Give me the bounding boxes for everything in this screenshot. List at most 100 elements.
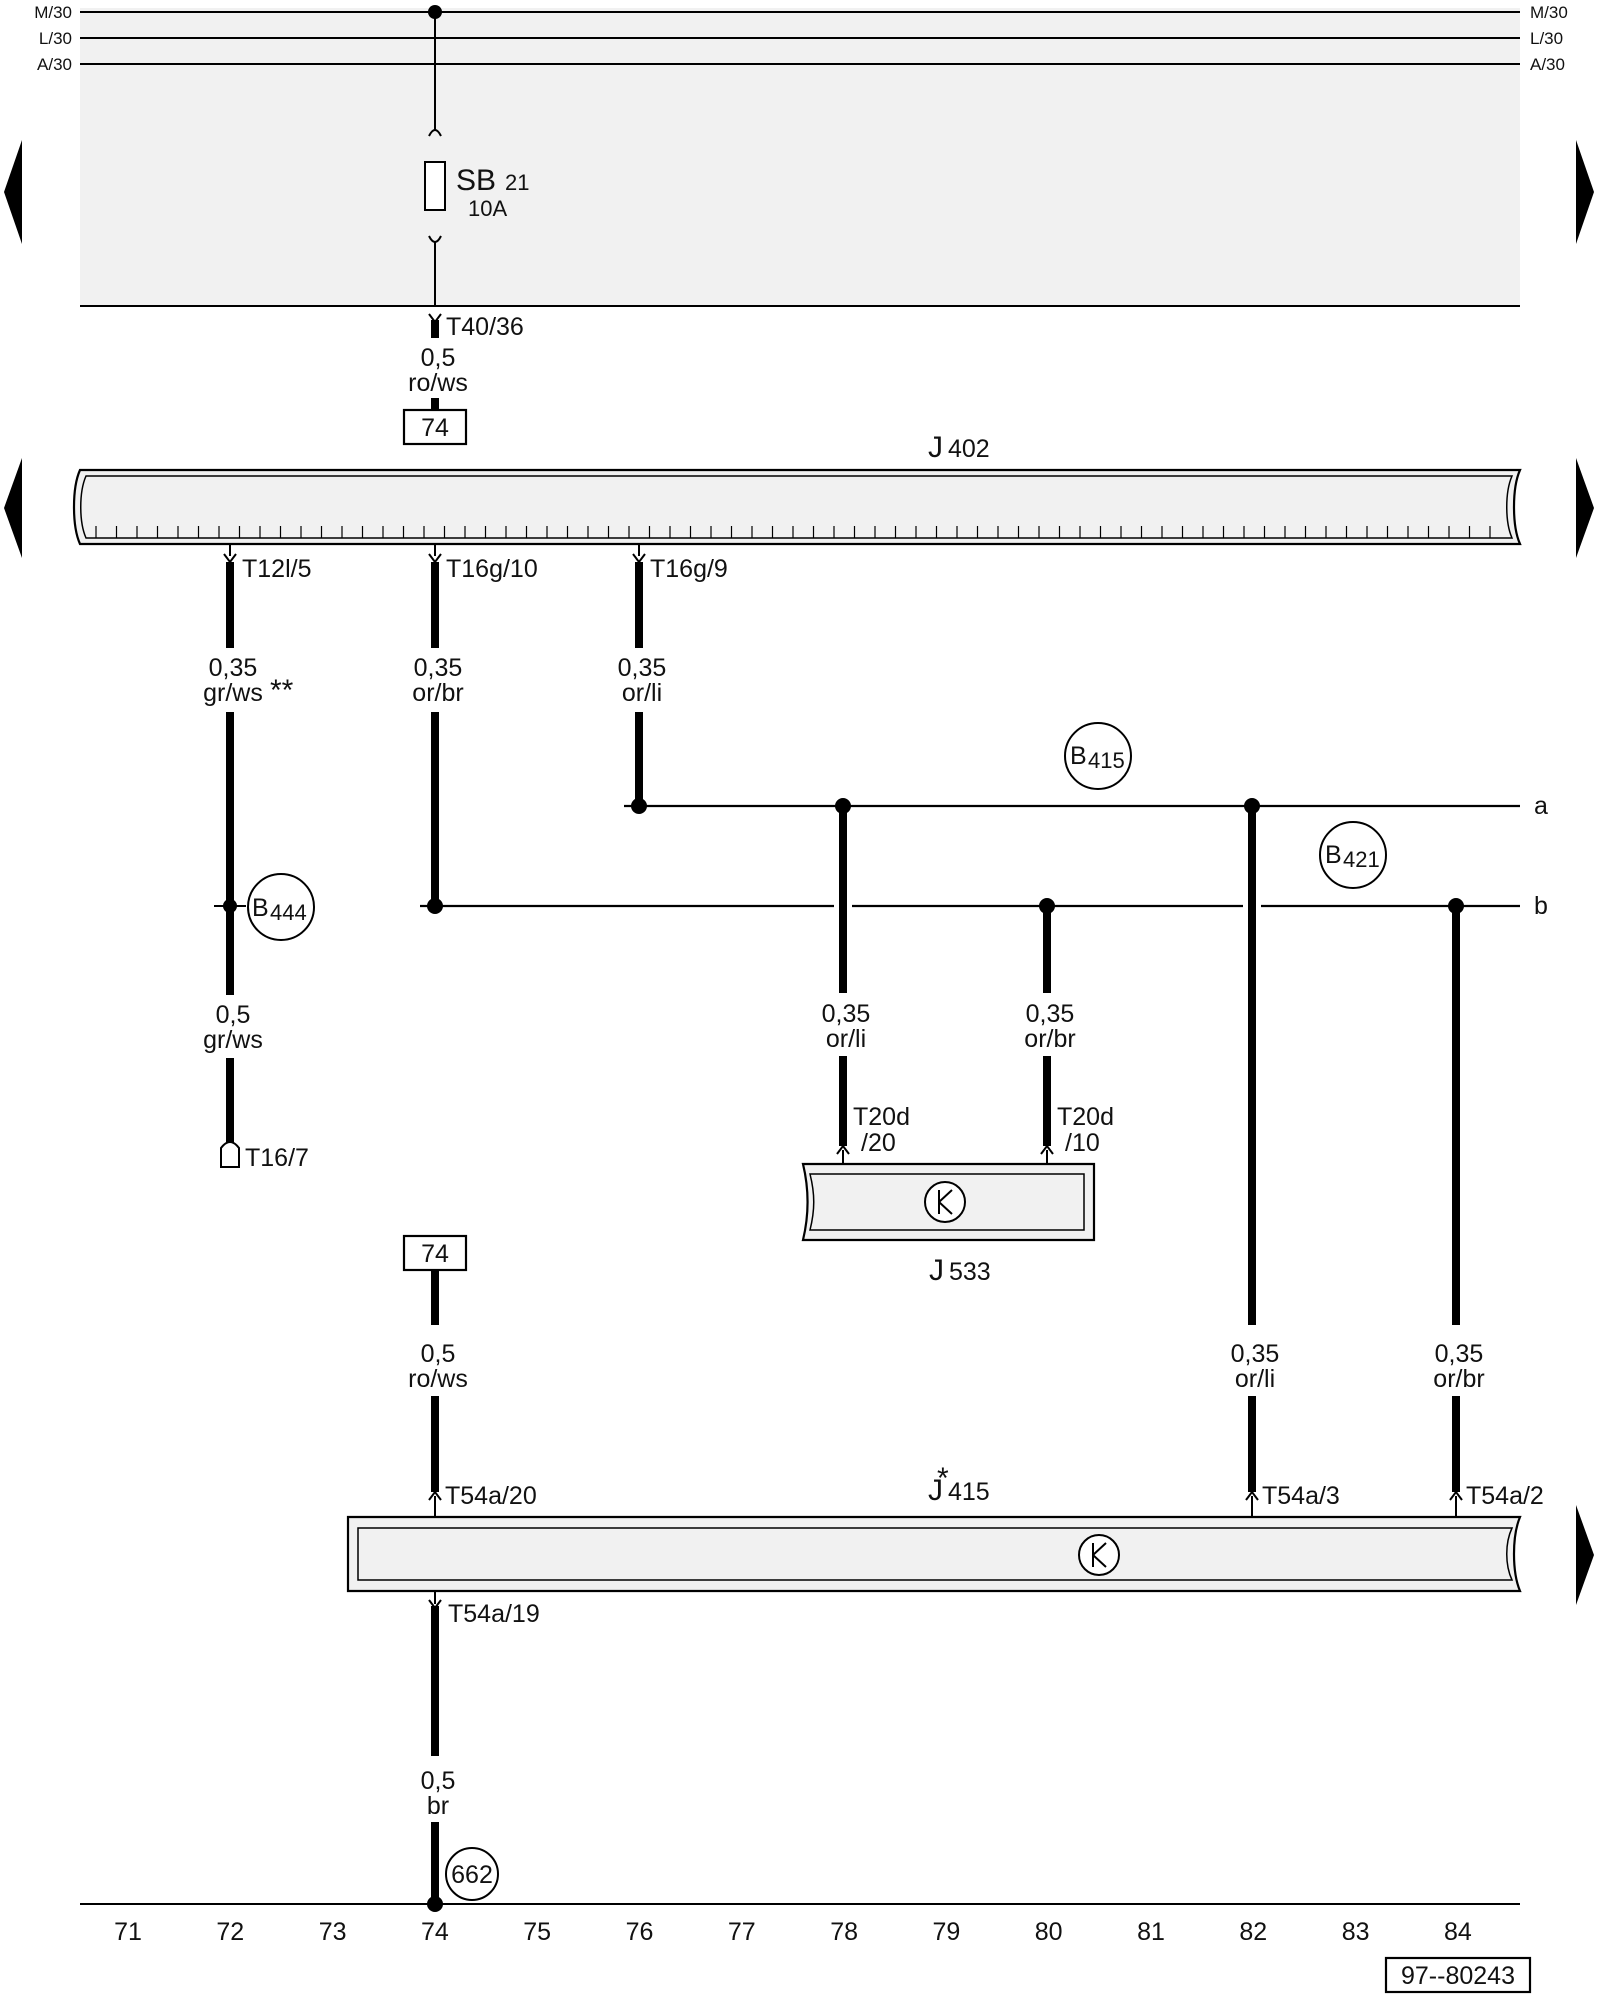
ref-box-74-middle bbox=[402, 1234, 468, 1272]
component-j415-letter: J bbox=[928, 1474, 943, 1507]
connection-b421 bbox=[1319, 821, 1387, 889]
j533-electronic-symbol-icon bbox=[924, 1181, 966, 1223]
fuse-panel-area bbox=[80, 8, 1520, 306]
fuse-sb21 bbox=[424, 161, 446, 211]
wire-color-82: or/li bbox=[1235, 1365, 1275, 1393]
connection-b415 bbox=[1064, 722, 1132, 790]
rail-label-right-l30: L/30 bbox=[1530, 29, 1563, 48]
wire-color-fuse-out: ro/ws bbox=[408, 369, 468, 397]
wire-color-72-bot: gr/ws bbox=[203, 1026, 263, 1054]
component-j533-number: 533 bbox=[949, 1258, 991, 1286]
connector-t54a-20: T54a/20 bbox=[445, 1482, 537, 1510]
pin-t54a-2 bbox=[1449, 1490, 1463, 1501]
doc-number-box bbox=[1384, 1956, 1532, 1994]
pin-t54a-3 bbox=[1245, 1490, 1259, 1501]
fuse-top-contact bbox=[428, 129, 442, 137]
rail-label-left-a30: A/30 bbox=[37, 55, 72, 74]
connection-b421-number: 421 bbox=[1343, 847, 1380, 872]
doc-number: 97--80243 bbox=[1401, 1962, 1515, 1990]
connection-b444 bbox=[247, 873, 315, 941]
rail-label-left-m30: M/30 bbox=[34, 3, 72, 22]
fuse-number: 21 bbox=[505, 170, 529, 195]
wire-size-74-mid: 0,5 bbox=[421, 1340, 456, 1368]
wire-color-74-top: or/br bbox=[412, 679, 463, 707]
connection-b415-number: 415 bbox=[1088, 748, 1125, 773]
component-j415-inner bbox=[357, 1527, 1514, 1581]
component-j533-letter: J bbox=[929, 1254, 944, 1287]
connector-t40-36: T40/36 bbox=[446, 313, 524, 341]
j415-electronic-symbol-mark bbox=[1092, 1542, 1107, 1568]
j415-electronic-symbol-icon bbox=[1078, 1534, 1120, 1576]
connector-t20d-10-name: T20d bbox=[1057, 1103, 1114, 1131]
component-j402-number: 402 bbox=[948, 435, 990, 463]
connector-t16g-9: T16g/9 bbox=[650, 555, 728, 583]
page-next-arrow-top[interactable] bbox=[1576, 140, 1594, 244]
ref-box-74-top bbox=[402, 408, 468, 446]
connection-662-label: 662 bbox=[451, 1861, 493, 1889]
component-j533-inner bbox=[809, 1173, 1085, 1231]
page-next-arrow-middle[interactable] bbox=[1576, 458, 1594, 558]
column-number: 79 bbox=[932, 1918, 960, 1946]
bus-a-label: a bbox=[1534, 792, 1548, 820]
wire-color-74-bot: br bbox=[427, 1792, 449, 1820]
column-number: 82 bbox=[1239, 1918, 1267, 1946]
pin-t20d-20 bbox=[836, 1144, 850, 1155]
rail-label-right-m30: M/30 bbox=[1530, 3, 1568, 22]
rail-label-right-a30: A/30 bbox=[1530, 55, 1565, 74]
bus-b-label: b bbox=[1534, 892, 1548, 920]
wire-size-76-top: 0,35 bbox=[618, 654, 667, 682]
component-j415-star: * bbox=[937, 1462, 949, 1495]
wire-size-82: 0,35 bbox=[1231, 1340, 1280, 1368]
wire-size-74-top: 0,35 bbox=[414, 654, 463, 682]
wire-size-fuse-out: 0,5 bbox=[421, 344, 456, 372]
column-number: 84 bbox=[1444, 1918, 1472, 1946]
wire-color-72-top: gr/ws bbox=[203, 679, 263, 707]
connector-t54a-19: T54a/19 bbox=[448, 1600, 540, 1628]
column-number: 74 bbox=[421, 1918, 449, 1946]
component-j402-letter: J bbox=[928, 431, 943, 464]
wire-color-76-top: or/li bbox=[622, 679, 662, 707]
page-prev-arrow-middle[interactable] bbox=[4, 458, 22, 558]
component-j402-inner bbox=[80, 475, 1514, 539]
fuse-rating: 10A bbox=[468, 196, 507, 221]
connector-t20d-10-pin: /10 bbox=[1065, 1129, 1100, 1157]
column-number: 77 bbox=[728, 1918, 756, 1946]
column-number: 80 bbox=[1035, 1918, 1063, 1946]
wire-size-72-top: 0,35 bbox=[209, 654, 258, 682]
page-prev-arrow-top[interactable] bbox=[4, 140, 22, 244]
ref-box-74-top-label: 74 bbox=[421, 414, 449, 442]
column-number: 72 bbox=[216, 1918, 244, 1946]
connector-t54a-2: T54a/2 bbox=[1466, 1482, 1544, 1510]
wire-color-80: or/br bbox=[1024, 1025, 1075, 1053]
component-j402 bbox=[72, 468, 1522, 546]
column-number: 71 bbox=[114, 1918, 142, 1946]
connector-t16-7: T16/7 bbox=[245, 1144, 309, 1172]
wire-size-80: 0,35 bbox=[1026, 1000, 1075, 1028]
column-number: 78 bbox=[830, 1918, 858, 1946]
column-number: 73 bbox=[319, 1918, 347, 1946]
pin-t54a-20 bbox=[428, 1490, 442, 1501]
pin-t20d-10 bbox=[1040, 1144, 1054, 1155]
connection-b415-letter: B bbox=[1070, 742, 1087, 770]
wire-color-84: or/br bbox=[1433, 1365, 1484, 1393]
wire-size-78: 0,35 bbox=[822, 1000, 871, 1028]
j533-electronic-symbol-mark bbox=[938, 1189, 953, 1215]
connector-t16g-10: T16g/10 bbox=[446, 555, 538, 583]
connector-t20d-20-pin: /20 bbox=[861, 1129, 896, 1157]
connector-t12l-5: T12l/5 bbox=[242, 555, 311, 583]
rail-label-left-l30: L/30 bbox=[39, 29, 72, 48]
column-number: 75 bbox=[523, 1918, 551, 1946]
wire-size-74-bot: 0,5 bbox=[421, 1767, 456, 1795]
page-next-arrow-bottom[interactable] bbox=[1576, 1505, 1594, 1605]
column-number: 81 bbox=[1137, 1918, 1165, 1946]
connection-662 bbox=[445, 1847, 499, 1901]
connection-b421-letter: B bbox=[1325, 841, 1342, 869]
connector-t20d-20-name: T20d bbox=[853, 1103, 910, 1131]
fuse-label: SB bbox=[456, 164, 496, 197]
wire-size-84: 0,35 bbox=[1435, 1340, 1484, 1368]
wire-note-72-top: ** bbox=[270, 674, 294, 707]
ref-box-74-middle-label: 74 bbox=[421, 1240, 449, 1268]
connection-b444-number: 444 bbox=[270, 900, 307, 925]
